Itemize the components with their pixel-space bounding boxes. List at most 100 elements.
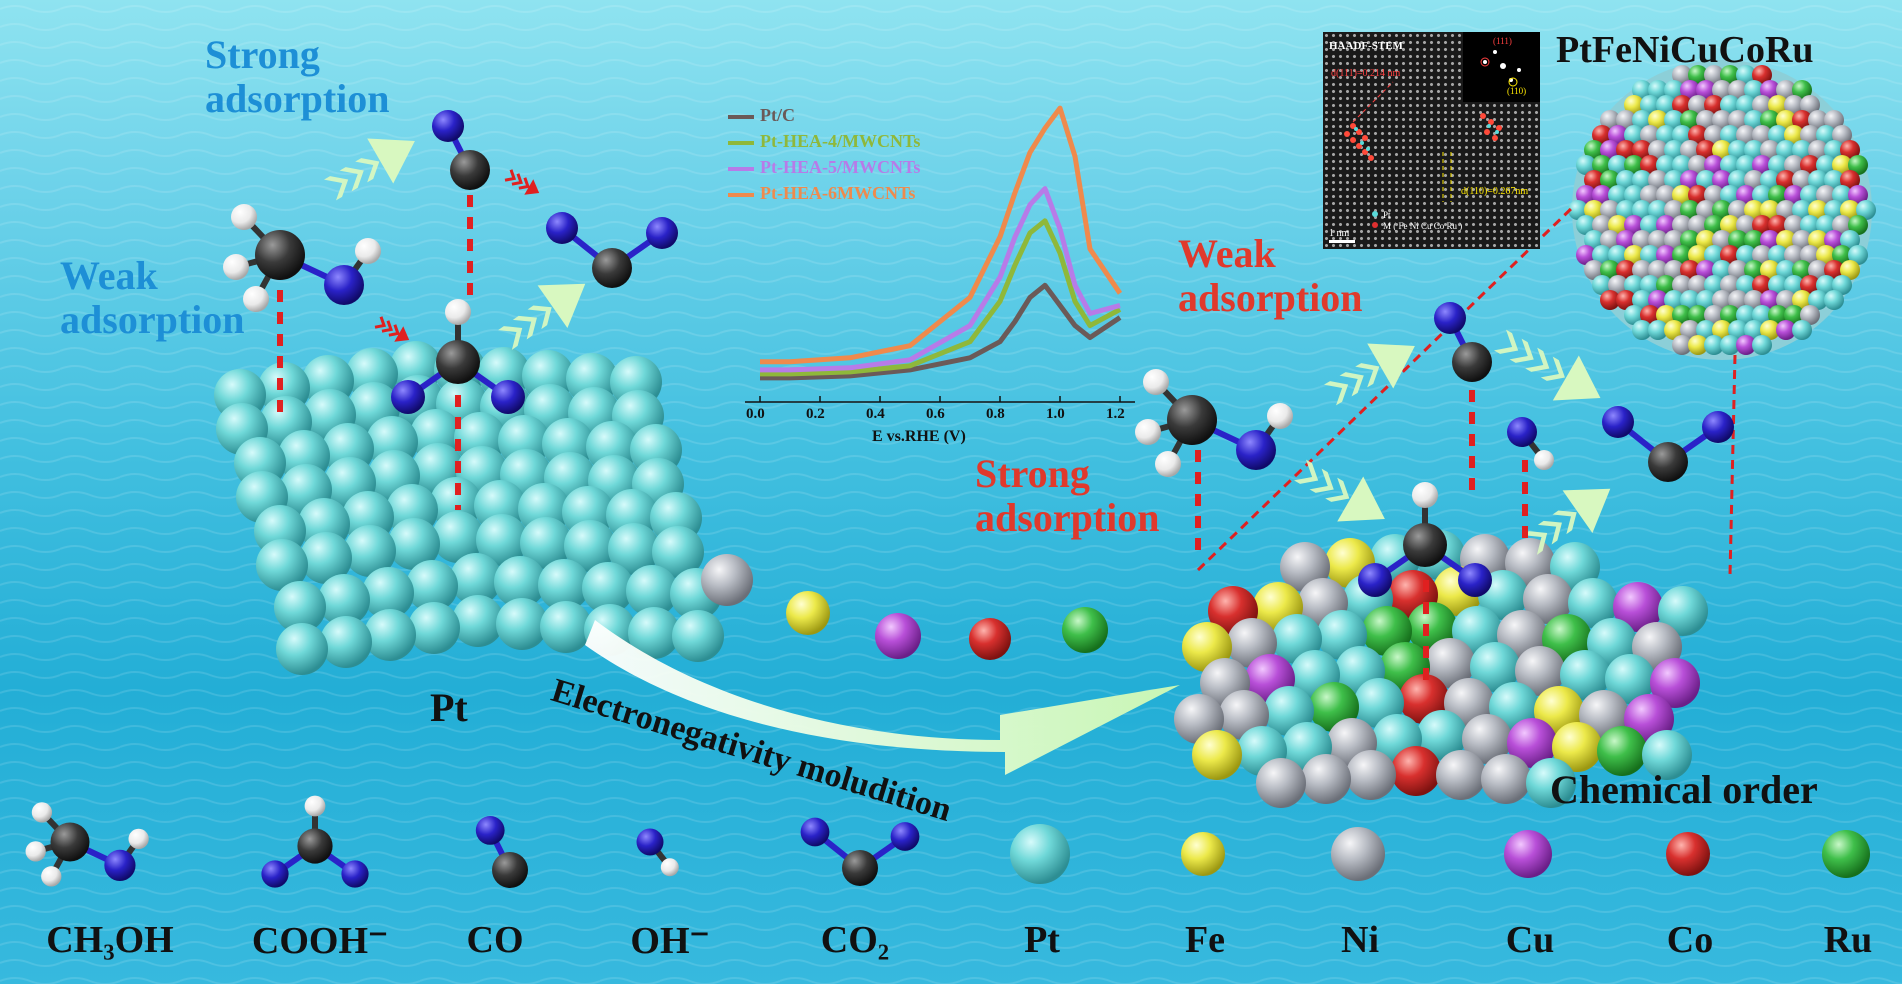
oh-right (1507, 417, 1554, 470)
cooh-left (391, 299, 525, 414)
co-sphere-atom (1584, 170, 1604, 190)
ni-sphere-atom (1776, 290, 1796, 310)
ni-sphere-atom (1640, 125, 1660, 145)
ni-sphere-atom (1784, 245, 1804, 265)
pt-sphere-atom (1728, 140, 1748, 160)
pt-sphere-atom (1768, 125, 1788, 145)
co2-left (546, 212, 678, 288)
legend-label-formate-molecule: COOH⁻ (251, 920, 389, 962)
pt-sphere-atom (1640, 275, 1660, 295)
flow-arrows (324, 138, 1737, 775)
pt-sphere-atom (1640, 245, 1660, 265)
ru-sphere-atom (1848, 155, 1868, 175)
tem-title: HAADF-STEM (1329, 40, 1403, 52)
pt-slab-atom (608, 523, 660, 575)
ni-sphere-atom (1832, 125, 1852, 145)
fe-sphere-atom (1648, 110, 1668, 130)
pt-sphere-atom (1632, 200, 1652, 220)
pt-sphere-atom (1696, 320, 1716, 340)
x-tick-label: 0.0 (746, 406, 765, 422)
cooh-right (1358, 482, 1492, 597)
pt-sphere-atom (1744, 80, 1764, 100)
pt-slab-atom (452, 595, 504, 647)
H-atom (1534, 450, 1554, 470)
pt-sphere-atom (1632, 170, 1652, 190)
pt-sphere-atom (1840, 230, 1860, 250)
pt-sphere-atom (1640, 215, 1660, 235)
cu-atom (1504, 830, 1552, 878)
x-tick-label: 1.2 (1106, 406, 1125, 422)
O-atom (491, 380, 525, 414)
ni-sphere-atom (1776, 80, 1796, 100)
pt-sphere-atom (1848, 245, 1868, 265)
cu-sphere-atom (1736, 185, 1756, 205)
x-tick-label: 0.8 (986, 406, 1005, 422)
ru-sphere-atom (1672, 305, 1692, 325)
C-atom (436, 340, 480, 384)
fe-sphere-atom (1816, 245, 1836, 265)
co-sphere-atom (1688, 185, 1708, 205)
fe-sphere-atom (1712, 320, 1732, 340)
weak-adsorption-left-line2: adsorption (60, 297, 245, 342)
ru-sphere-atom (1768, 185, 1788, 205)
pt-sphere-atom (1608, 245, 1628, 265)
ni-sphere-atom (1760, 140, 1780, 160)
cu-sphere-atom (1680, 80, 1700, 100)
pt-sphere-atom (1664, 80, 1684, 100)
ni-sphere-atom (1640, 185, 1660, 205)
pt-slab-atom (406, 560, 458, 612)
ni-slab-atom (1256, 758, 1306, 808)
pt-sphere-atom (1744, 320, 1764, 340)
pt-sphere-atom (1824, 170, 1844, 190)
co-sphere-atom (1768, 215, 1788, 235)
pt-slab-atom (408, 602, 460, 654)
ni-sphere-atom (1744, 170, 1764, 190)
strong-adsorption-right: Strong adsorption (975, 452, 1160, 540)
pt-sphere-atom (1816, 275, 1836, 295)
ni-sphere-atom (1792, 230, 1812, 250)
co-atom (1666, 832, 1710, 876)
C-atom (492, 852, 528, 888)
hea-nanoparticle-sphere (1568, 60, 1876, 360)
ni-sphere-atom (1680, 320, 1700, 340)
O-atom (1434, 302, 1466, 334)
O-atom (1602, 406, 1634, 438)
pt-sphere-atom (1672, 125, 1692, 145)
cv-legend-swatch (728, 192, 754, 197)
ni-sphere-atom (1728, 110, 1748, 130)
fe-slab-atom (1552, 722, 1602, 772)
co-sphere-atom (1824, 260, 1844, 280)
pt-sphere-atom (1720, 185, 1740, 205)
O-atom (261, 860, 289, 888)
H-atom (445, 299, 471, 325)
ru-sphere-atom (1688, 305, 1708, 325)
co-sphere-atom (1752, 215, 1772, 235)
pt-atom (1010, 824, 1070, 884)
weak-adsorption-left: Weak adsorption (60, 254, 245, 342)
cv-legend-swatch (728, 114, 754, 119)
O-atom (1507, 417, 1537, 447)
ru-sphere-atom (1744, 230, 1764, 250)
pt-slab-atom (276, 623, 328, 675)
cu-atom (1504, 830, 1552, 878)
methanol-right (1135, 369, 1293, 477)
cv-series-1 (760, 282, 1122, 381)
co-sphere-atom (1840, 140, 1860, 160)
C-atom (1167, 395, 1217, 445)
legend-label-hydroxide-molecule: OH⁻ (630, 920, 710, 962)
fe-sphere-atom (1768, 95, 1788, 115)
pt-sphere-atom (1736, 245, 1756, 265)
pt-slab-atom (450, 553, 502, 605)
ru-sphere-atom (1680, 230, 1700, 250)
ni-atom (1331, 827, 1385, 881)
O-atom (636, 828, 664, 856)
ni-slab-atom (1481, 754, 1531, 804)
ni-sphere-atom (1784, 95, 1804, 115)
fe-sphere-atom (1840, 260, 1860, 280)
pt-atom (1010, 824, 1070, 884)
fe-sphere-atom (1664, 320, 1684, 340)
co-sphere-atom (1672, 95, 1692, 115)
ru-free-atom (1062, 607, 1108, 653)
H-atom (223, 254, 249, 280)
